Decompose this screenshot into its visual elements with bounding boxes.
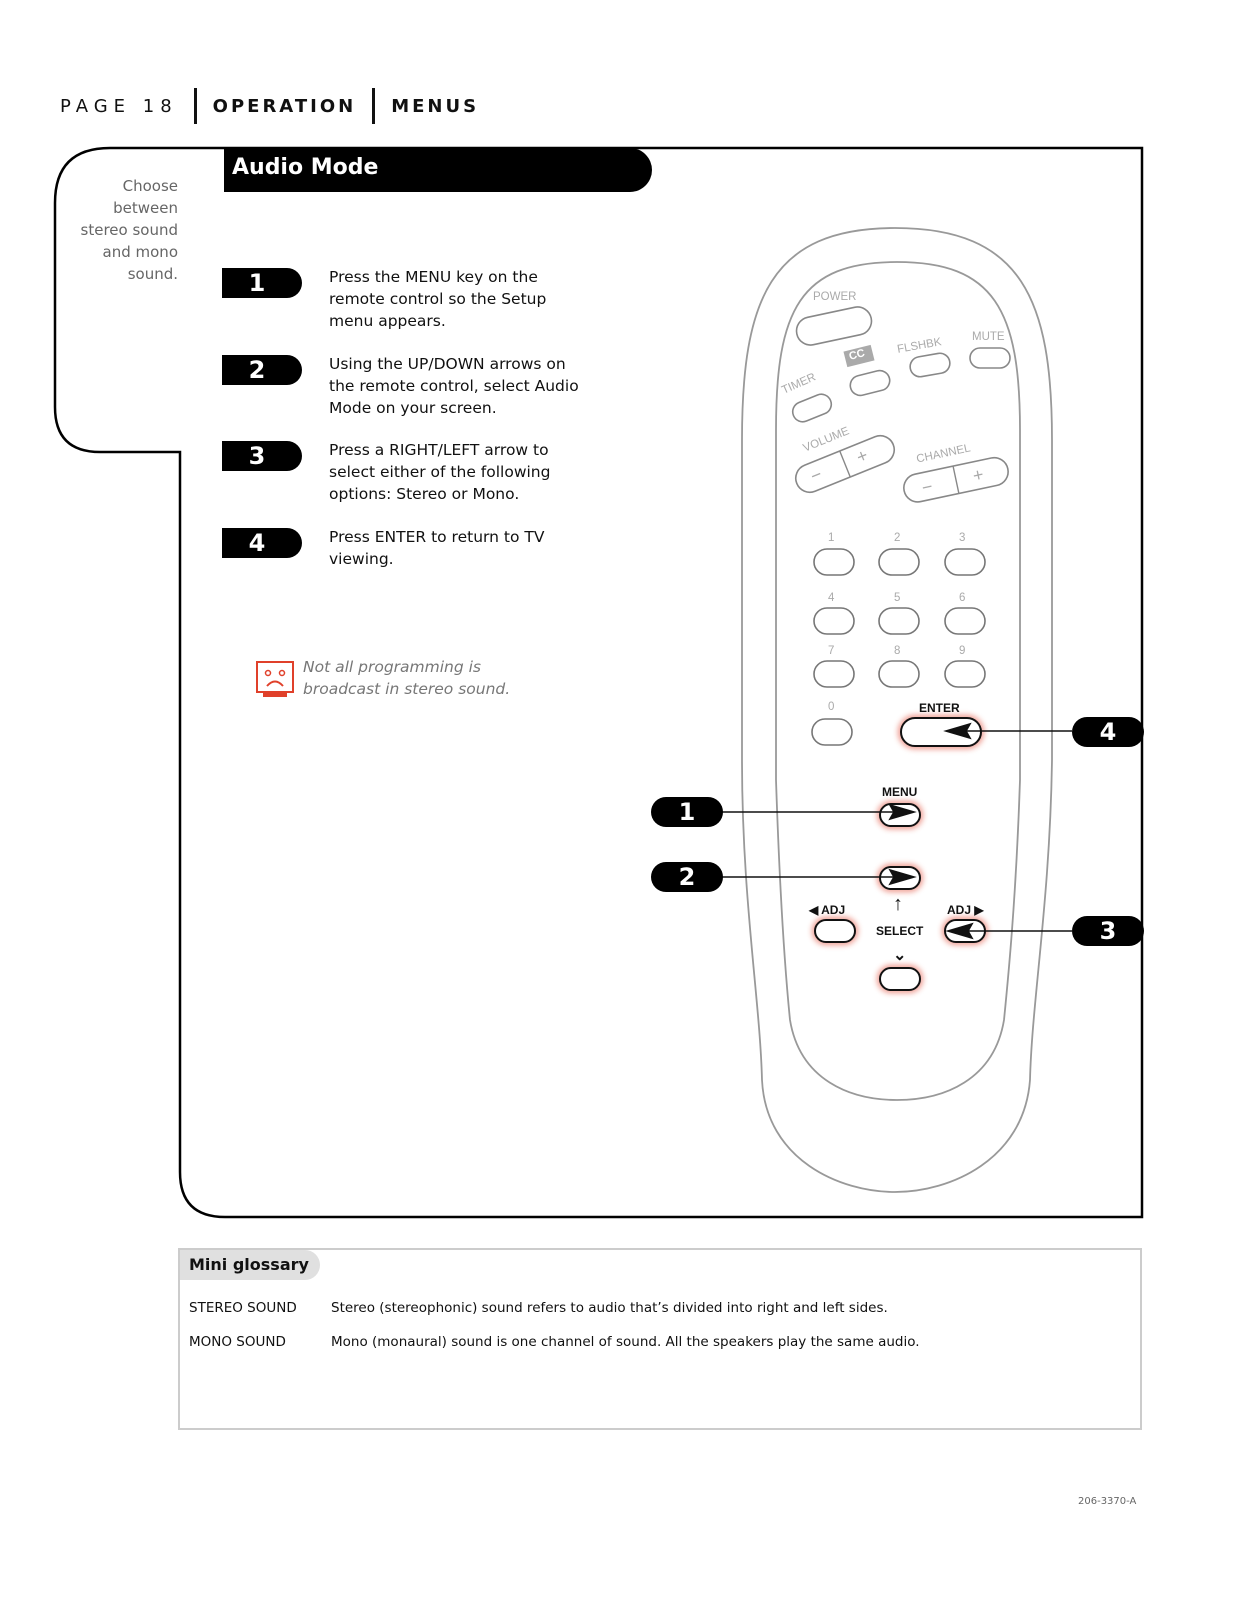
step-number-badge: 1 <box>222 268 302 298</box>
digit-button-7 <box>813 660 855 688</box>
digit-button-2 <box>878 548 920 576</box>
glossary-term: STEREO SOUND <box>189 1300 297 1316</box>
glossary-title: Mini glossary <box>189 1255 309 1274</box>
side-note-line: Choose <box>122 177 178 195</box>
callout-number: 3 <box>1099 917 1117 945</box>
digit-label: 5 <box>894 592 901 604</box>
subsection-title: MENUS <box>391 95 480 117</box>
enter-label: ENTER <box>919 701 960 715</box>
channel-rocker <box>903 456 1009 503</box>
timer-button <box>791 393 833 423</box>
cc-badge <box>843 344 875 368</box>
step-number: 4 <box>248 529 266 557</box>
flshbk-button <box>909 352 951 378</box>
side-note: Choose between stereo sound and mono sou… <box>60 175 178 285</box>
digit-button-4 <box>813 607 855 635</box>
sad-tv-icon <box>256 661 294 697</box>
digit-button-9 <box>944 660 986 688</box>
volume-rocker <box>794 434 896 494</box>
step-number-badge: 2 <box>222 355 302 385</box>
select-down-button <box>879 967 921 991</box>
enter-button <box>900 717 982 747</box>
callout-2: 2 <box>651 862 723 892</box>
glossary-definition: Stereo (stereophonic) sound refers to au… <box>331 1300 888 1316</box>
step-text: Using the UP/DOWN arrows on the remote c… <box>329 355 579 417</box>
glossary-tab: Mini glossary <box>180 1250 320 1280</box>
note-text: Not all programming is broadcast in ster… <box>303 658 511 698</box>
callout-3: 3 <box>1072 916 1144 946</box>
header-divider <box>372 88 376 124</box>
page-header: PAGE 18 OPERATION MENUS <box>60 88 479 124</box>
step-number: 3 <box>248 442 266 470</box>
section-title-bar: Audio Mode <box>224 148 652 192</box>
callout-1: 1 <box>651 797 723 827</box>
step-number: 2 <box>248 356 266 384</box>
header-divider <box>193 88 197 124</box>
menu-label: MENU <box>882 785 918 799</box>
step-text: Press ENTER to return to TV viewing. <box>329 528 545 568</box>
digit-label: 9 <box>959 645 966 657</box>
digit-label: 3 <box>959 532 966 544</box>
step-number-badge: 4 <box>222 528 302 558</box>
page-title: Audio Mode <box>232 155 379 180</box>
power-button <box>795 306 873 346</box>
digit-button-3 <box>944 548 986 576</box>
page-number: PAGE 18 <box>60 95 178 117</box>
step-number-badge: 3 <box>222 441 302 471</box>
digit-label: 4 <box>828 592 835 604</box>
callout-number: 4 <box>1099 718 1117 746</box>
callout-number: 1 <box>678 798 696 826</box>
digit-label: 6 <box>959 592 966 604</box>
cc-button <box>849 369 891 397</box>
glossary-term: MONO SOUND <box>189 1334 286 1350</box>
side-note-line: stereo sound <box>80 221 178 239</box>
digit-label: 7 <box>828 645 835 657</box>
down-arrow-icon: ⌄ <box>893 947 907 964</box>
section-title: OPERATION <box>212 95 357 117</box>
callout-number: 2 <box>678 863 696 891</box>
callout-4: 4 <box>1072 717 1144 747</box>
digit-button-8 <box>878 660 920 688</box>
up-arrow-icon: ↑ <box>893 893 903 915</box>
digit-button-0 <box>811 718 853 746</box>
callout-leader-lines <box>722 722 1072 940</box>
digit-button-5 <box>878 607 920 635</box>
select-label: SELECT <box>876 924 924 938</box>
document-number: 206-3370-A <box>1078 1496 1137 1507</box>
step-text: Press the MENU key on the remote control… <box>329 268 547 330</box>
digit-label: 0 <box>828 701 835 713</box>
step-text: Press a RIGHT/LEFT arrow to select eithe… <box>329 441 551 503</box>
digit-label: 8 <box>894 645 901 657</box>
digit-button-1 <box>813 548 855 576</box>
digit-label: 2 <box>894 532 901 544</box>
adj-left-button <box>814 919 856 943</box>
glossary-definition: Mono (monaural) sound is one channel of … <box>331 1334 920 1350</box>
side-note-line: and mono <box>102 243 178 261</box>
adj-left-label: ◀ ADJ <box>809 903 846 917</box>
side-note-line: sound. <box>127 265 178 283</box>
mute-button <box>969 347 1011 369</box>
mini-glossary: Mini glossary STEREO SOUND Stereo (stere… <box>178 1248 1142 1430</box>
power-label: POWER <box>813 291 857 303</box>
side-note-line: between <box>113 199 178 217</box>
step-number: 1 <box>248 269 266 297</box>
digit-button-6 <box>944 607 986 635</box>
digit-label: 1 <box>828 532 835 544</box>
mute-label: MUTE <box>972 331 1005 343</box>
adj-right-label: ADJ ▶ <box>947 903 984 917</box>
